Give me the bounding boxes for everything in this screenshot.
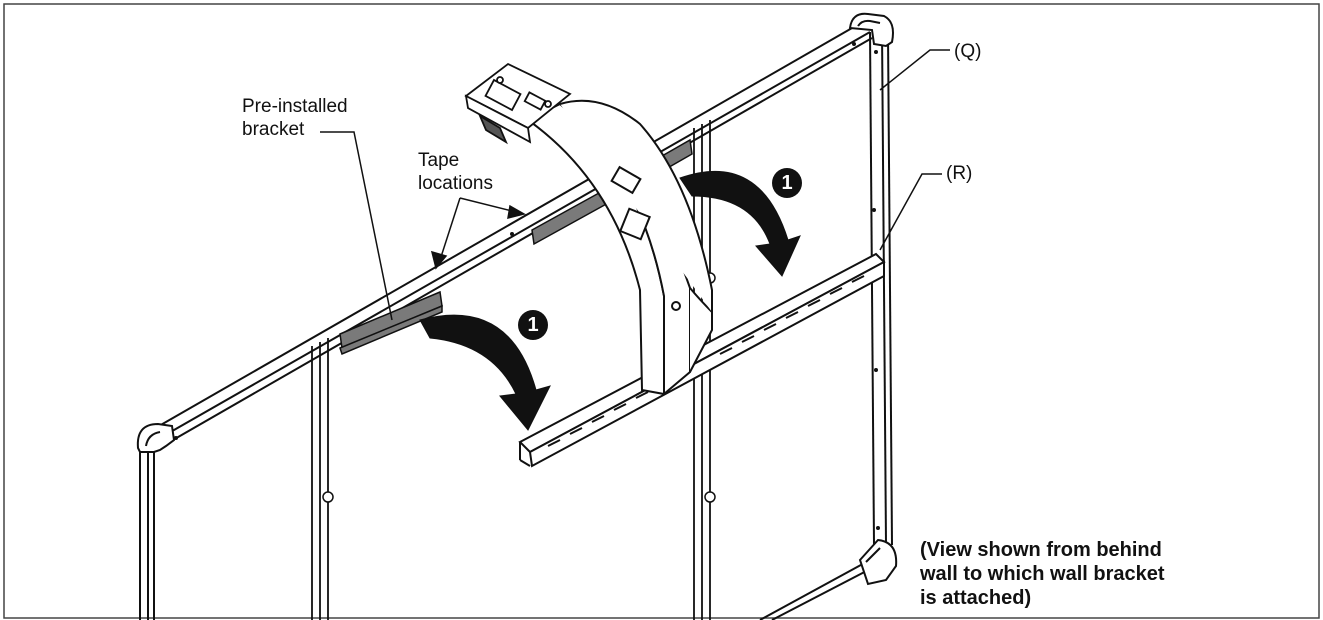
label-part-q: (Q) (954, 41, 982, 62)
projector-arm-head (464, 62, 572, 145)
label-part-r: (R) (946, 163, 973, 184)
vertical-posts (311, 120, 711, 620)
projector-arm (526, 99, 713, 397)
label-pre-installed-bracket: Pre-installed bracket (242, 96, 348, 140)
step-marker-left: 1 (518, 310, 548, 340)
view-note: (View shown from behind wall to which wa… (920, 539, 1165, 609)
panel-corner-bottom-right (858, 538, 898, 586)
wall-rail-slots (547, 275, 865, 447)
figure-border (3, 3, 1320, 619)
step-marker-right: 1 (772, 168, 802, 198)
label-tape-locations: Tape locations (418, 150, 493, 194)
panel-corner-top-right (848, 12, 894, 48)
curved-arrow-icon (419, 314, 551, 431)
panel-frame (139, 19, 893, 620)
curved-arrow-icon (679, 170, 801, 277)
frame-screws (174, 42, 880, 530)
panel-corner-left (136, 422, 176, 453)
leader-lines (320, 49, 950, 321)
tape-arrows (430, 197, 526, 270)
